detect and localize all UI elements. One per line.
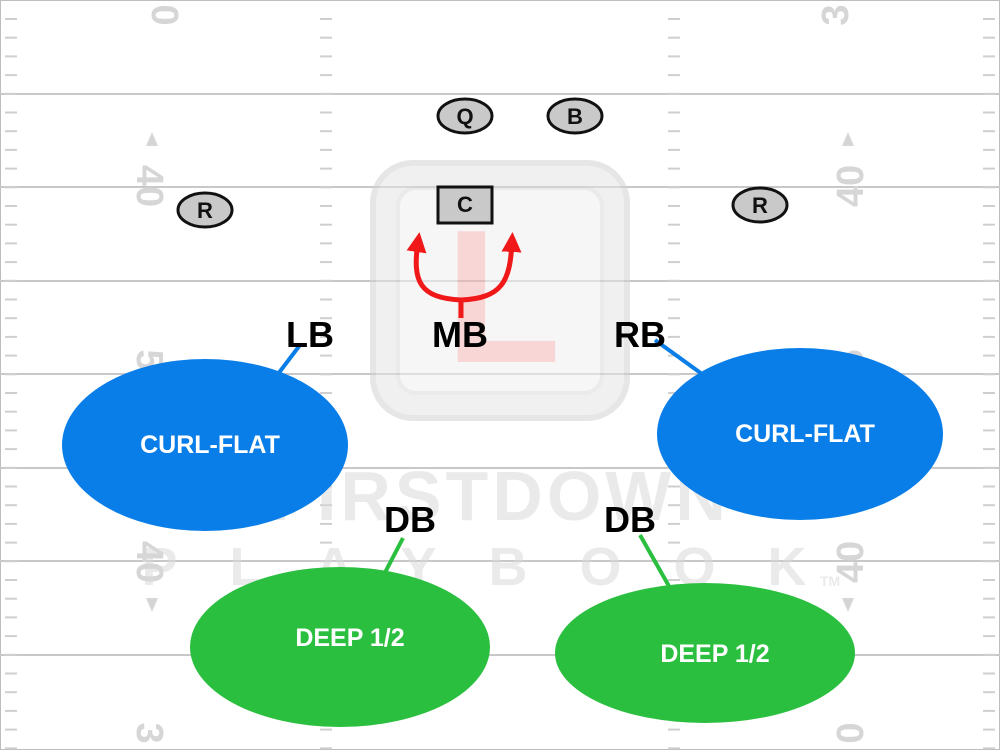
db-right-zone-line [638,534,672,589]
coverage-zones: CURL-FLAT CURL-FLAT DEEP 1/2 DEEP 1/2 [62,348,943,727]
yard-arrow-icon [146,132,158,146]
left-deep-half-zone [190,567,490,727]
right-deep-half-zone [555,583,855,723]
yard-number: 40 [830,165,872,207]
watermark-trademark: TM [820,573,840,589]
receiver-left-label: R [197,198,213,223]
defense: LB MB RB DB DB [286,314,666,540]
center-marker [436,185,494,225]
yard-arrow-icon [146,598,158,612]
yard-number: 3 [128,722,170,743]
middle-linebacker-label: MB [432,314,488,355]
left-deep-half-label: DEEP 1/2 [295,624,404,652]
watermark-logo: L FIRSTDOWN PLAYBOOK TM [141,160,840,597]
mb-blitz-route [406,232,522,318]
blitz-left-branch [406,232,462,303]
yard-number: 0 [143,4,185,25]
logo-tile-inner [396,186,604,395]
left-linebacker-label: LB [286,314,334,355]
right-defensive-back-label: DB [604,499,656,540]
receiver-right-marker [731,186,789,224]
receiver-left-marker [176,191,234,229]
back-label: B [567,104,583,129]
yard-number: 3 [815,4,857,25]
center-label: C [457,192,473,217]
quarterback-marker [436,97,494,135]
left-curl-flat-zone [62,359,348,531]
offense: Q B C R R [176,97,789,229]
yard-arrow-icon [842,132,854,146]
yard-number: 40 [128,541,170,583]
rb-zone-line [653,338,704,376]
right-curl-flat-label: CURL-FLAT [735,420,875,448]
watermark-line1: FIRSTDOWN [270,457,730,535]
left-curl-flat-label: CURL-FLAT [140,431,280,459]
back-marker [546,97,604,135]
yard-number: 40 [128,165,170,207]
yard-number: 0 [830,722,872,743]
yard-arrow-icon [842,598,854,612]
quarterback-label: Q [456,104,473,129]
right-curl-flat-zone [657,348,943,520]
left-defensive-back-label: DB [384,499,436,540]
receiver-right-label: R [752,193,768,218]
right-linebacker-label: RB [614,314,666,355]
yard-number: 40 [830,541,872,583]
blitz-right-branch [460,232,522,303]
lb-zone-line [276,343,302,376]
logo-letter: L [445,191,561,403]
right-deep-half-label: DEEP 1/2 [660,640,769,668]
